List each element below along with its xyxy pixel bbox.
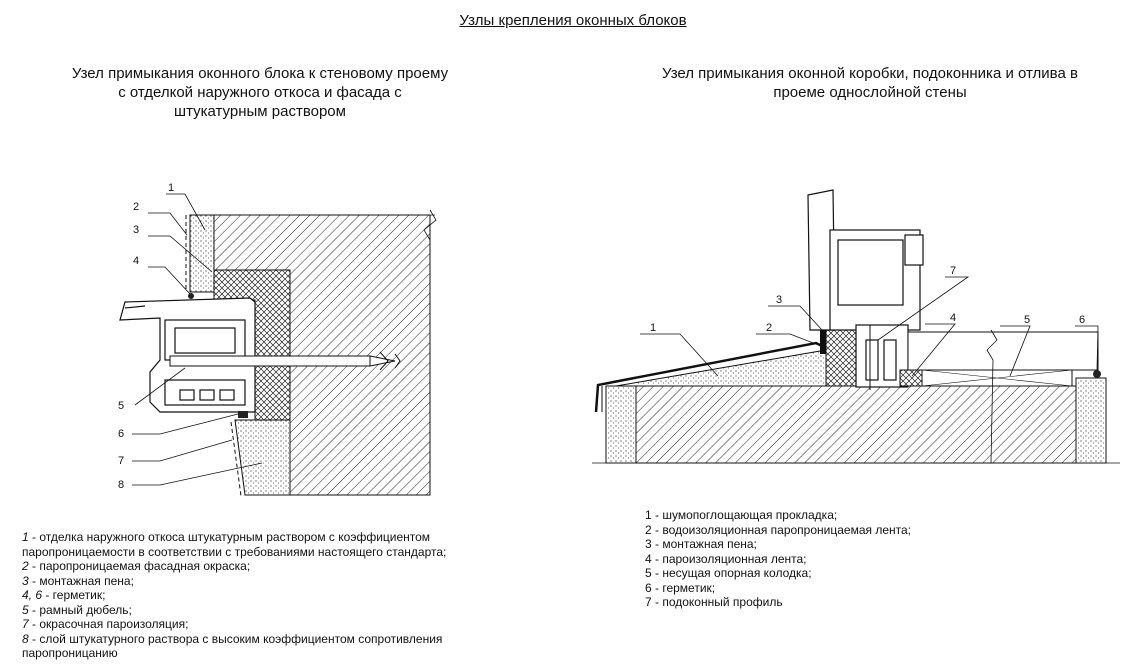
support-block [921,369,1073,387]
callout-label: 2 [133,201,139,213]
window-frame-profile [119,297,256,413]
callout-label: 5 [118,400,124,412]
callout-label: 2 [766,322,772,334]
right-callout-labels: 1 2 3 4 5 6 7 [650,265,1085,334]
interior-plaster [1075,377,1107,464]
callout-label: 8 [118,479,124,491]
sealant-6-right [1093,370,1101,378]
frame-dowel [169,351,401,371]
right-diagram: 1 2 3 4 5 6 7 [592,189,1120,464]
left-title-line: Узел примыкания оконного блока к стеново… [71,65,449,82]
callout-label: 7 [118,455,124,467]
legend-item: 5 - рамный дюбель; [22,602,132,617]
left-title-line: с отделкой наружного откоса и фасада с [118,84,402,101]
plaster-slope [189,214,215,293]
callout-label: 6 [118,428,124,440]
legend-item: 6 - герметик; [645,580,716,595]
window-frame-right [807,189,924,388]
callout-label: 6 [1079,314,1085,326]
callout-label: 1 [650,322,656,334]
sealant-6 [238,411,248,418]
sealant-4 [188,293,194,299]
callout-label: 3 [133,224,139,236]
left-diagram: 1 2 3 4 5 6 7 8 [118,182,437,497]
callout-label: 3 [776,294,782,306]
legend-item: паропроницанию [22,646,118,660]
legend-item: 2 - паропроницаемая фасадная окраска; [22,559,251,573]
legend-item: 7 - окрасочная пароизоляция; [22,617,189,631]
right-title-line: проеме однослойной стены [773,84,967,101]
legend-item: 1 - отделка наружного откоса штукатурным… [22,530,431,544]
callout-label: 1 [168,182,174,194]
legend-item: 3 - монтажная пена; [645,537,757,551]
legend-item: 8 - слой штукатурного раствора с высоким… [22,631,443,646]
callout-label: 4 [950,312,956,324]
left-callout-labels: 1 2 3 4 5 6 7 8 [118,182,174,491]
legend-item: 4, 6 - герметик; [22,588,106,602]
legend-item: 5 - несущая опорная колодка; [645,566,812,580]
right-legend: 1 - шумопоглощающая прокладка; 2 - водои… [645,508,1025,610]
waterproof-tape [820,328,826,354]
wall-masonry-right [635,385,1077,464]
left-diagram-title: Узел примыкания оконного блока к стеново… [40,64,480,121]
plaster-layer-lower [234,419,291,496]
legend-item: 7 - подоконный профиль [645,595,783,609]
mounting-foam-right [825,329,857,387]
legend-item: 3 - монтажная пена; [22,573,134,588]
legend-item: 2 - водоизоляционная паропроницаемая лен… [645,522,911,537]
page-title: Узлы крепления оконных блоков [459,12,687,29]
left-legend: 1 - отделка наружного откоса штукатурным… [22,530,492,661]
vapor-tape [899,369,923,387]
legend-item: паропроницаемости в соответствии с требо… [22,544,447,559]
noise-pad [615,349,827,387]
callout-label: 7 [950,265,956,277]
exterior-plaster [605,385,637,464]
window-sill-board [907,331,1099,371]
legend-item: 4 - пароизоляционная лента; [645,551,807,566]
legend-item: 1 - шумопоглощающая прокладка; [645,508,838,522]
left-title-line: штукатурным раствором [174,103,346,120]
callout-label: 4 [133,255,139,267]
right-diagram-title: Узел примыкания оконной коробки, подокон… [620,64,1120,102]
right-title-line: Узел примыкания оконной коробки, подокон… [662,65,1078,82]
callout-label: 5 [1024,314,1030,326]
